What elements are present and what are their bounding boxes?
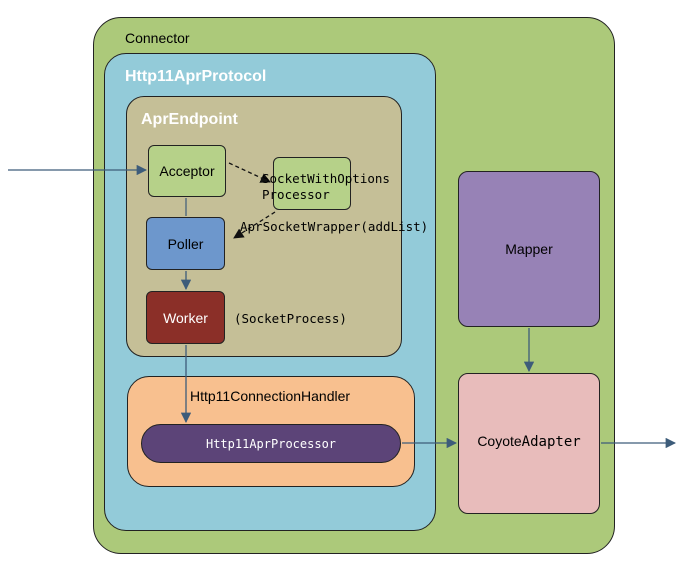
coyote-label-part1: Coyote xyxy=(477,433,522,449)
coyote-label-part2: Adapter xyxy=(521,434,581,450)
coyote-adapter-label: CoyoteAdapter xyxy=(477,433,580,450)
socket-processor-label-1: SocketWithOptions xyxy=(262,171,390,186)
poller-box: Poller xyxy=(146,217,225,270)
socket-process-label: (SocketProcess) xyxy=(234,311,347,326)
socket-processor-label-2: Processor xyxy=(262,187,330,202)
mapper-box: Mapper xyxy=(458,171,600,327)
acceptor-box: Acceptor xyxy=(148,145,226,197)
protocol-title: Http11AprProtocol xyxy=(125,68,267,85)
acceptor-label: Acceptor xyxy=(159,163,215,179)
apr-processor-label: Http11AprProcessor xyxy=(205,436,337,451)
connector-title: Connector xyxy=(125,30,190,46)
worker-box: Worker xyxy=(146,291,225,344)
poller-label: Poller xyxy=(167,235,204,252)
worker-label: Worker xyxy=(163,309,208,326)
apr-processor-box: Http11AprProcessor xyxy=(141,424,401,463)
mapper-label: Mapper xyxy=(505,241,553,257)
coyote-adapter-box: CoyoteAdapter xyxy=(458,373,600,514)
socket-processor-box xyxy=(273,157,351,210)
connection-handler-title: Http11ConnectionHandler xyxy=(190,388,351,404)
endpoint-title: AprEndpoint xyxy=(141,111,238,128)
apr-socket-wrapper-label: AprSocketWrapper(addList) xyxy=(240,219,429,234)
